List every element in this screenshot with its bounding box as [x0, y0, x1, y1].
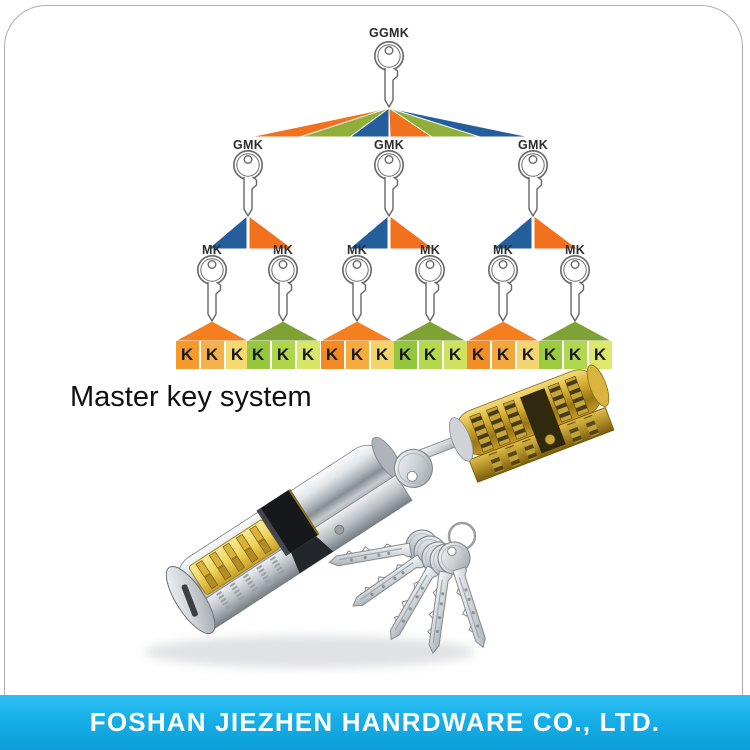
mk-label-3: MK — [346, 243, 368, 257]
gmk-roof-blue-3 — [491, 214, 533, 250]
mk-label-1: MK — [201, 243, 223, 257]
k-cell: K — [491, 341, 515, 369]
k-cell: K — [418, 341, 442, 369]
mk-label-4: MK — [419, 243, 441, 257]
k-cell: K — [443, 341, 467, 369]
mk-label-5: MK — [492, 243, 514, 257]
k-cell: K — [271, 341, 295, 369]
inserted-key-head — [393, 448, 433, 488]
k-cell: K — [200, 341, 224, 369]
gmk-roof-blue-2 — [347, 214, 389, 250]
master-key-tree — [174, 40, 613, 342]
k-cell: K — [246, 341, 270, 369]
k-cell: K — [466, 341, 490, 369]
fan-triangle-6 — [388, 107, 434, 138]
photo-shadow — [145, 636, 475, 668]
photo-key-bunch — [326, 521, 499, 656]
k-group-5: K K K — [466, 341, 540, 369]
k-cell: K — [516, 341, 540, 369]
k-cell: K — [588, 341, 612, 369]
brass-pins — [195, 525, 287, 613]
photo-chrome-cutaway-cylinder — [165, 437, 413, 635]
photo-brass-cutaway-cylinder — [393, 364, 615, 488]
k-group-6: K K K — [538, 341, 612, 369]
k-cell: K — [370, 341, 394, 369]
k-cell: K — [320, 341, 344, 369]
company-banner: FOSHAN JIEZHEN HANRDWARE CO., LTD. — [0, 695, 750, 750]
k-cell: K — [538, 341, 562, 369]
mk-label-6: MK — [564, 243, 586, 257]
k-cell: K — [393, 341, 417, 369]
k-cell: K — [563, 341, 587, 369]
k-group-2: K K K — [246, 341, 320, 369]
gmk-roof-orange-2 — [389, 215, 436, 250]
company-name: FOSHAN JIEZHEN HANRDWARE CO., LTD. — [89, 707, 661, 737]
k-group-4: K K K — [393, 341, 467, 369]
gmk-label-3: GMK — [517, 138, 549, 152]
gmk-roof-blue-1 — [206, 214, 248, 250]
gmk-label-1: GMK — [232, 138, 264, 152]
gmk-label-2: GMK — [373, 138, 405, 152]
k-cell: K — [175, 341, 199, 369]
gmk-roof-orange-1 — [248, 215, 295, 250]
mk-label-2: MK — [272, 243, 294, 257]
diagram-caption: Master key system — [70, 381, 312, 413]
k-cell: K — [225, 341, 249, 369]
ggmk-label: GGMK — [368, 26, 410, 40]
k-cell: K — [296, 341, 320, 369]
k-group-1: K K K — [175, 341, 249, 369]
gmk-roof-orange-3 — [533, 215, 580, 250]
k-group-3: K K K — [320, 341, 394, 369]
k-cell: K — [345, 341, 369, 369]
